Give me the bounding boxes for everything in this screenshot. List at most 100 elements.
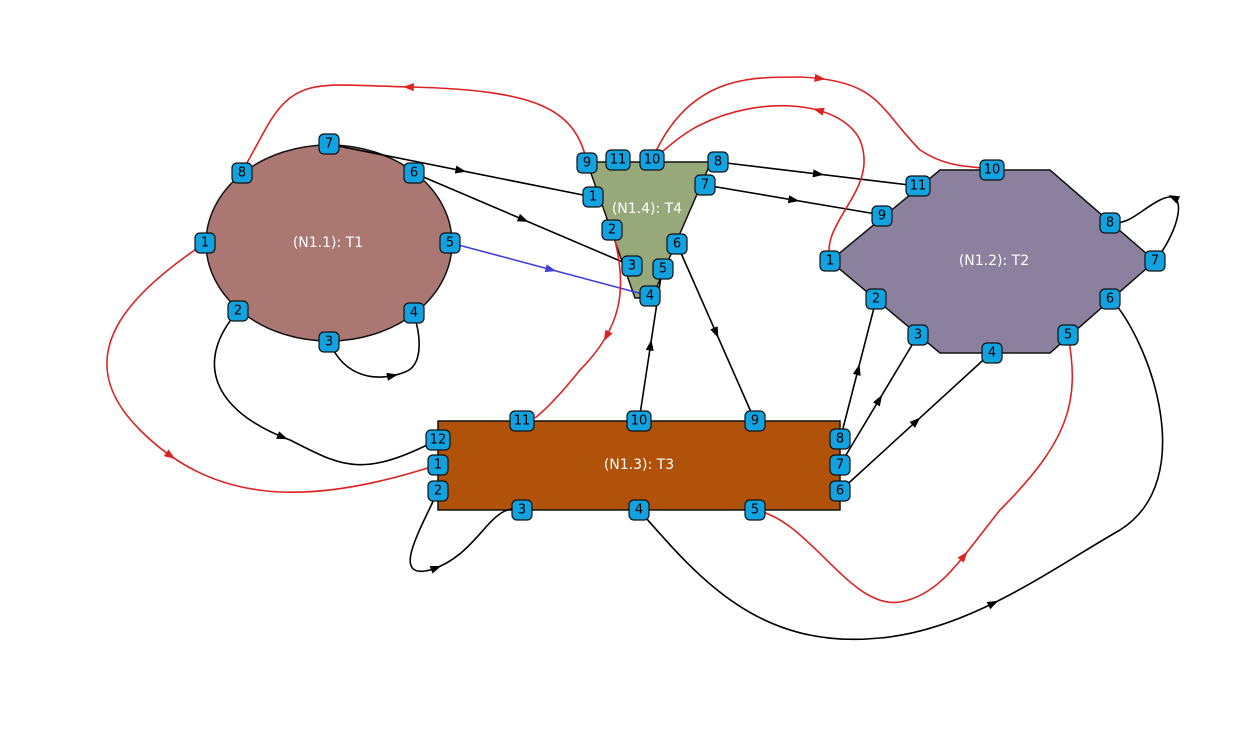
edge-t4-2-to-t3-11[interactable] bbox=[534, 229, 622, 419]
edge-t2-7-to-t2-8[interactable] bbox=[1109, 196, 1180, 262]
svg-text:1: 1 bbox=[201, 236, 209, 251]
edge-t1-1-to-t3-1-arrowhead bbox=[163, 449, 176, 460]
edge-t3-7-to-t2-3-arrowhead bbox=[872, 394, 883, 407]
edge-t3-6-to-t2-4-arrowhead bbox=[909, 417, 921, 428]
svg-text:7: 7 bbox=[325, 137, 333, 152]
edge-t2-1-to-t4-10[interactable] bbox=[651, 104, 865, 262]
port-t3-5[interactable]: 5 bbox=[744, 499, 766, 521]
edge-t4-9-to-t1-8-arrowhead bbox=[402, 83, 414, 92]
port-t1-8[interactable]: 8 bbox=[231, 162, 253, 184]
edge-t1-2-to-t3-12-arrowhead bbox=[276, 431, 288, 440]
edge-t4-7-to-t2-9-arrowhead bbox=[787, 195, 800, 204]
port-t1-7[interactable]: 7 bbox=[318, 133, 340, 155]
ports-layer: 1 2 3 4 5 6 7 8 1 2 3 4 5 6 7 8 9 10 11 … bbox=[194, 133, 1166, 521]
svg-text:8: 8 bbox=[1106, 216, 1114, 231]
port-t2-11[interactable]: 11 bbox=[905, 175, 931, 197]
port-t2-2[interactable]: 2 bbox=[865, 288, 887, 310]
node-t3[interactable] bbox=[437, 420, 841, 511]
edge-t2-1-to-t4-10-arrowhead bbox=[813, 107, 825, 116]
port-t2-7[interactable]: 7 bbox=[1144, 250, 1166, 272]
svg-text:4: 4 bbox=[646, 289, 654, 304]
edge-t4-10-to-t2-10-arrowhead bbox=[814, 73, 826, 82]
port-t3-3[interactable]: 3 bbox=[511, 499, 533, 521]
port-t4-10[interactable]: 10 bbox=[639, 149, 665, 171]
edge-t3-5-to-t2-5[interactable] bbox=[754, 334, 1074, 604]
port-t4-4[interactable]: 4 bbox=[639, 285, 661, 307]
arrowheads-layer bbox=[163, 73, 1181, 610]
port-t4-2[interactable]: 2 bbox=[601, 219, 623, 241]
edge-t3-2-to-t3-3[interactable] bbox=[409, 490, 523, 573]
svg-text:10: 10 bbox=[631, 414, 648, 429]
port-t2-5[interactable]: 5 bbox=[1057, 324, 1079, 346]
port-t4-8[interactable]: 8 bbox=[707, 151, 729, 173]
edge-t4-6-to-t3-9-arrowhead bbox=[710, 326, 719, 338]
nodes-layer: (N1.1): T1 (N1.2): T2 (N1.3): T3 (N1.4):… bbox=[205, 144, 1157, 511]
svg-text:9: 9 bbox=[878, 209, 886, 224]
port-t3-1[interactable]: 1 bbox=[427, 454, 449, 476]
port-t2-4[interactable]: 4 bbox=[981, 342, 1003, 364]
port-t4-7[interactable]: 7 bbox=[694, 174, 716, 196]
edge-t3-5-to-t2-5-arrowhead bbox=[957, 551, 968, 563]
port-t4-5[interactable]: 5 bbox=[652, 258, 674, 280]
port-t3-4[interactable]: 4 bbox=[628, 499, 650, 521]
port-t4-9[interactable]: 9 bbox=[576, 152, 598, 174]
edge-t4-10-to-t2-10[interactable] bbox=[651, 76, 993, 171]
svg-text:6: 6 bbox=[673, 237, 681, 252]
svg-text:8: 8 bbox=[238, 166, 246, 181]
edge-t2-7-to-t2-8-arrowhead bbox=[1168, 195, 1181, 204]
port-t1-6[interactable]: 6 bbox=[403, 162, 425, 184]
port-t3-9[interactable]: 9 bbox=[744, 410, 766, 432]
port-t1-2[interactable]: 2 bbox=[227, 300, 249, 322]
port-t3-10[interactable]: 10 bbox=[626, 410, 652, 432]
port-t3-6[interactable]: 6 bbox=[829, 480, 851, 502]
svg-text:7: 7 bbox=[1151, 254, 1159, 269]
svg-text:3: 3 bbox=[518, 503, 526, 518]
port-t4-6[interactable]: 6 bbox=[666, 233, 688, 255]
svg-text:2: 2 bbox=[234, 304, 242, 319]
edge-t3-2-to-t3-3-arrowhead bbox=[429, 565, 442, 574]
port-t2-8[interactable]: 8 bbox=[1099, 212, 1121, 234]
port-t4-3[interactable]: 3 bbox=[621, 255, 643, 277]
port-t1-5[interactable]: 5 bbox=[439, 232, 461, 254]
edge-t3-10-to-t4-5-arrowhead bbox=[645, 339, 654, 352]
port-t2-10[interactable]: 10 bbox=[979, 159, 1005, 181]
port-t2-9[interactable]: 9 bbox=[871, 205, 893, 227]
port-t4-11[interactable]: 11 bbox=[605, 149, 631, 171]
edge-t1-3-to-t1-4[interactable] bbox=[328, 312, 420, 378]
svg-text:11: 11 bbox=[514, 414, 531, 429]
edge-t3-4-to-t2-6-arrowhead bbox=[986, 600, 999, 610]
port-t3-2[interactable]: 2 bbox=[427, 480, 449, 502]
port-t2-6[interactable]: 6 bbox=[1099, 288, 1121, 310]
edge-t1-7-to-t4-1-arrowhead bbox=[454, 165, 467, 174]
port-t3-11[interactable]: 11 bbox=[509, 410, 535, 432]
edge-t1-1-to-t3-1[interactable] bbox=[106, 242, 438, 494]
svg-text:1: 1 bbox=[434, 458, 442, 473]
port-t2-1[interactable]: 1 bbox=[819, 250, 841, 272]
svg-text:12: 12 bbox=[430, 433, 447, 448]
port-t4-1[interactable]: 1 bbox=[582, 186, 604, 208]
svg-text:1: 1 bbox=[589, 190, 597, 205]
svg-text:7: 7 bbox=[701, 178, 709, 193]
port-t1-4[interactable]: 4 bbox=[403, 302, 425, 324]
port-t1-1[interactable]: 1 bbox=[194, 232, 216, 254]
svg-text:6: 6 bbox=[410, 166, 418, 181]
svg-text:4: 4 bbox=[410, 306, 418, 321]
port-t3-12[interactable]: 12 bbox=[425, 429, 451, 451]
svg-text:10: 10 bbox=[984, 163, 1001, 178]
svg-text:10: 10 bbox=[644, 153, 661, 168]
svg-text:11: 11 bbox=[610, 153, 627, 168]
port-t3-8[interactable]: 8 bbox=[829, 428, 851, 450]
svg-text:3: 3 bbox=[325, 335, 333, 350]
node-t2-label: (N1.2): T2 bbox=[959, 253, 1029, 269]
svg-text:11: 11 bbox=[910, 179, 927, 194]
svg-text:5: 5 bbox=[751, 503, 759, 518]
edge-t1-2-to-t3-12[interactable] bbox=[213, 310, 438, 466]
node-t3-label: (N1.3): T3 bbox=[604, 457, 674, 473]
svg-text:4: 4 bbox=[635, 503, 643, 518]
port-t3-7[interactable]: 7 bbox=[829, 454, 851, 476]
edge-t3-4-to-t2-6[interactable] bbox=[638, 297, 1164, 641]
svg-text:9: 9 bbox=[583, 156, 591, 171]
port-t1-3[interactable]: 3 bbox=[318, 331, 340, 353]
edge-t1-5-to-t4-4-arrowhead bbox=[544, 264, 557, 273]
port-t2-3[interactable]: 3 bbox=[907, 324, 929, 346]
